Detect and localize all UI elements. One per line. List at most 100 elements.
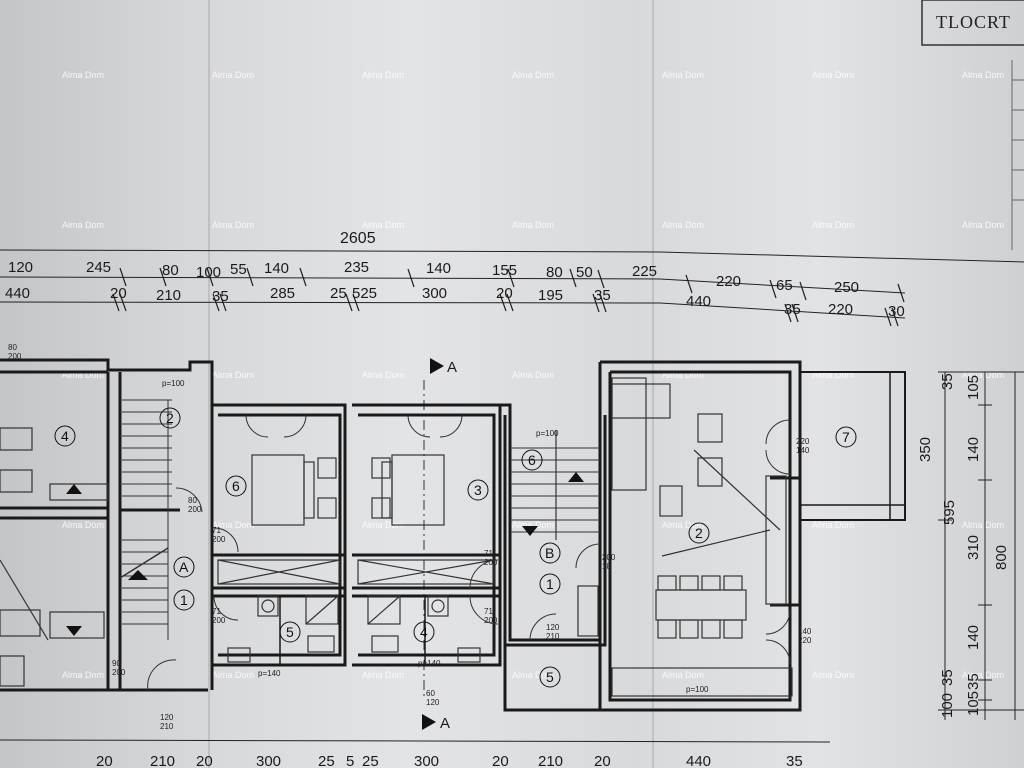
watermark: Alma Dom [662,370,704,380]
watermark: Alma Dom [212,670,254,680]
dim-label: 35 [965,673,982,690]
dim-label: 440 [686,293,711,310]
dim-label: 300 [414,753,439,768]
watermark: Alma Dom [62,520,104,530]
dim-label: 80 [546,264,563,281]
title-block-text: TLOCRT [936,12,1011,32]
dim-label: 105 [965,375,982,400]
dim-label: 310 [965,535,982,560]
room-6: 6 [232,478,240,494]
top-dimensions [0,249,1024,327]
dim-label: 35 [784,301,801,318]
dim-label: 220 [716,273,741,290]
watermark: Alma Dom [962,70,1004,80]
dim-label: 440 [5,285,30,302]
dim-label: 5 [346,753,354,768]
door-label: p=140 [258,669,281,678]
paper-fold [208,0,210,768]
dim-label: 100 [196,264,221,281]
dim-label: 220 [828,301,853,318]
room-6: 6 [528,452,536,468]
dim-label: 20 [496,285,513,302]
dim-label: 100 [939,693,956,718]
dim-label: 210 [150,753,175,768]
room-2: 2 [695,525,703,541]
watermark: Alma Dom [512,70,554,80]
overall-dimension: 2605 [340,230,376,247]
watermark: Alma Dom [362,220,404,230]
dim-label: 245 [86,259,111,276]
room-1: 1 [180,592,188,608]
svg-text:A: A [440,715,450,732]
right-dimension-labels: 350 595 800 35 105 140 310 140 35 100 35… [917,373,1010,718]
dim-label: 595 [941,500,958,525]
watermark: Alma Dom [812,520,854,530]
dim-label: 140 [965,625,982,650]
watermark-layer: Alma Dom Alma Dom Alma Dom Alma Dom Alma… [62,70,1004,680]
watermark: Alma Dom [662,220,704,230]
room-5: 5 [546,669,554,685]
watermark: Alma Dom [512,670,554,680]
room-A: A [179,559,189,575]
dim-label: 20 [96,753,113,768]
dim-label: 20 [492,753,509,768]
watermark: Alma Dom [662,70,704,80]
dim-label: 235 [344,259,369,276]
door-label: p=100 [536,429,559,438]
dim-label: 35 [594,287,611,304]
watermark: Alma Dom [362,520,404,530]
watermark: Alma Dom [812,70,854,80]
bottom-dimensions: 20 210 20 300 25 5 25 300 20 210 20 440 … [0,739,831,768]
dim-label: 35 [786,753,803,768]
dim-label: 105 [965,691,982,716]
watermark: Alma Dom [362,70,404,80]
dim-label: 50 [576,264,593,281]
dim-label: 440 [686,753,711,768]
dim-label: 35 [939,669,956,686]
dim-label: 55 [230,261,247,278]
dim-label: 250 [834,279,859,296]
dim-label: 25 [362,753,379,768]
watermark: Alma Dom [812,670,854,680]
stair-arrows [66,472,584,636]
section-marker-bottom: A [422,714,450,732]
dim-label: 35 [212,288,229,305]
dim-label: 35 [939,373,956,390]
watermark: Alma Dom [62,220,104,230]
dim-label: 350 [917,437,934,462]
door-label: p=140 [418,659,441,668]
watermark: Alma Dom [62,670,104,680]
room-B: B [545,545,554,561]
door-label: p=100 [162,379,185,388]
room-7: 7 [842,429,850,445]
dim-label: 210 [156,287,181,304]
watermark: Alma Dom [212,370,254,380]
watermark: Alma Dom [512,220,554,230]
room-4: 4 [420,624,428,640]
dim-label: 285 [270,285,295,302]
watermark: Alma Dom [212,70,254,80]
dim-label: 225 [632,263,657,280]
watermark: Alma Dom [212,220,254,230]
watermark: Alma Dom [212,520,254,530]
watermark: Alma Dom [512,520,554,530]
door-label: p=100 [686,685,709,694]
watermark: Alma Dom [962,370,1004,380]
svg-text:A: A [447,359,457,376]
watermark: Alma Dom [812,220,854,230]
section-marker-top: A [423,358,457,700]
dim-label: 195 [538,287,563,304]
dim-label: 140 [426,260,451,277]
